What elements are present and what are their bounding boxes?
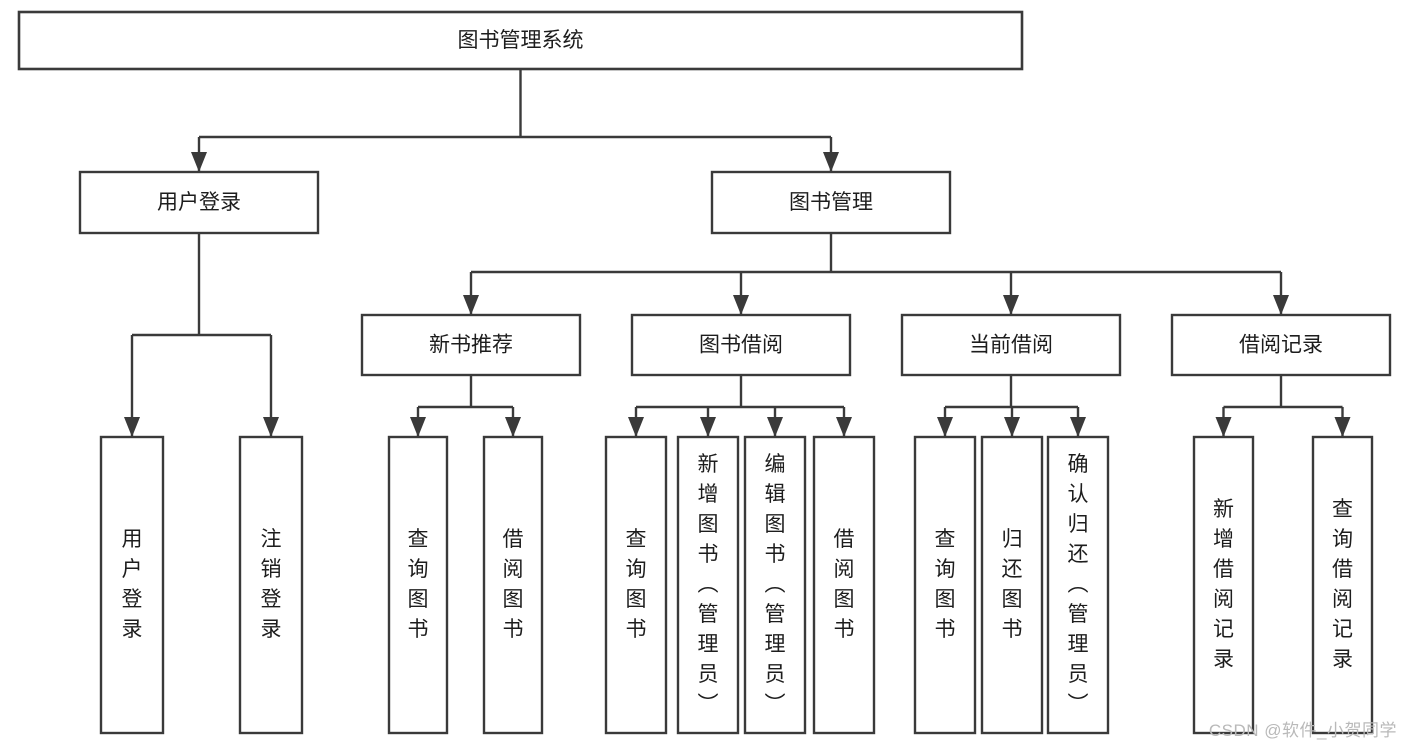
node-leaf-query-book-1[interactable]: 查询图书: [387, 435, 449, 735]
node-rect: [238, 435, 304, 735]
node-leaf-borrow-book-1[interactable]: 借阅图书: [482, 435, 544, 735]
node-label: 查询图书: [935, 528, 956, 641]
connector-layer: [124, 69, 1351, 437]
node-label: 编辑图书︵管理员︶: [765, 453, 786, 716]
arrow-head-icon: [1003, 295, 1019, 315]
node-rect: [900, 313, 1122, 377]
arrow-head-icon: [767, 417, 783, 437]
arrow-head-icon: [263, 417, 279, 437]
node-label: 图书管理: [789, 191, 873, 214]
node-rect: [387, 435, 449, 735]
node-leaf-query-book-2[interactable]: 查询图书: [604, 435, 668, 735]
node-rect: [360, 313, 582, 377]
node-book-borrow[interactable]: 图书借阅: [630, 313, 852, 377]
node-rect: [1170, 313, 1392, 377]
node-leaf-user-logout[interactable]: 注销登录: [238, 435, 304, 735]
node-label: 借阅记录: [1239, 334, 1323, 357]
node-leaf-query-book-3[interactable]: 查询图书: [913, 435, 977, 735]
node-layer: 图书管理系统用户登录图书管理新书推荐图书借阅当前借阅借阅记录用户登录注销登录查询…: [17, 10, 1392, 735]
arrow-head-icon: [505, 417, 521, 437]
node-rect: [980, 435, 1044, 735]
node-label: 查询借阅记录: [1332, 498, 1353, 671]
node-label: 用户登录: [157, 191, 241, 214]
node-leaf-add-borrow-record[interactable]: 新增借阅记录: [1192, 435, 1255, 735]
node-rect: [17, 10, 1024, 71]
arrow-head-icon: [700, 417, 716, 437]
node-leaf-return-book[interactable]: 归还图书: [980, 435, 1044, 735]
node-label: 新增图书︵管理员︶: [698, 453, 719, 716]
arrow-head-icon: [410, 417, 426, 437]
node-rect: [676, 435, 740, 735]
node-rect: [604, 435, 668, 735]
node-label: 归还图书: [1002, 528, 1023, 641]
node-leaf-confirm-return-admin[interactable]: 确认归还︵管理员︶: [1046, 435, 1110, 735]
node-leaf-borrow-book-2[interactable]: 借阅图书: [812, 435, 876, 735]
arrow-head-icon: [1215, 417, 1232, 437]
node-label: 确认归还︵管理员︶: [1068, 453, 1089, 716]
node-rect: [913, 435, 977, 735]
arrow-head-icon: [1273, 295, 1289, 315]
node-leaf-edit-book-admin[interactable]: 编辑图书︵管理员︶: [743, 435, 807, 735]
node-leaf-query-borrow-record[interactable]: 查询借阅记录: [1311, 435, 1374, 735]
arrow-head-icon: [628, 417, 644, 437]
node-rect: [1192, 435, 1255, 735]
arrow-head-icon: [1004, 417, 1020, 437]
arrow-head-icon: [1334, 417, 1351, 437]
node-label: 图书借阅: [699, 334, 783, 357]
arrow-head-icon: [191, 152, 207, 172]
node-new-book-recommend[interactable]: 新书推荐: [360, 313, 582, 377]
node-rect: [743, 435, 807, 735]
node-rect: [1046, 435, 1110, 735]
node-label: 查询图书: [408, 528, 429, 641]
node-user-login[interactable]: 用户登录: [78, 170, 320, 235]
node-rect: [482, 435, 544, 735]
node-label: 注销登录: [261, 528, 282, 641]
node-label: 当前借阅: [969, 334, 1053, 357]
arrow-head-icon: [823, 152, 839, 172]
arrow-head-icon: [733, 295, 749, 315]
arrow-head-icon: [937, 417, 953, 437]
node-leaf-user-login[interactable]: 用户登录: [99, 435, 165, 735]
node-label: 用户登录: [122, 528, 143, 641]
node-leaf-add-book-admin[interactable]: 新增图书︵管理员︶: [676, 435, 740, 735]
arrow-head-icon: [1070, 417, 1086, 437]
node-book-management[interactable]: 图书管理: [710, 170, 952, 235]
arrow-head-icon: [124, 417, 140, 437]
node-label: 图书管理系统: [458, 29, 584, 52]
node-rect: [812, 435, 876, 735]
node-label: 查询图书: [626, 528, 647, 641]
node-current-borrow[interactable]: 当前借阅: [900, 313, 1122, 377]
node-rect: [710, 170, 952, 235]
node-borrow-record[interactable]: 借阅记录: [1170, 313, 1392, 377]
node-label: 新增借阅记录: [1213, 498, 1234, 671]
node-rect: [78, 170, 320, 235]
arrow-head-icon: [463, 295, 479, 315]
node-label: 借阅图书: [834, 528, 855, 641]
node-label: 新书推荐: [429, 334, 513, 357]
arrow-head-icon: [836, 417, 852, 437]
node-label: 借阅图书: [503, 528, 524, 641]
node-rect: [99, 435, 165, 735]
node-rect: [1311, 435, 1374, 735]
node-rect: [630, 313, 852, 377]
node-root[interactable]: 图书管理系统: [17, 10, 1024, 71]
